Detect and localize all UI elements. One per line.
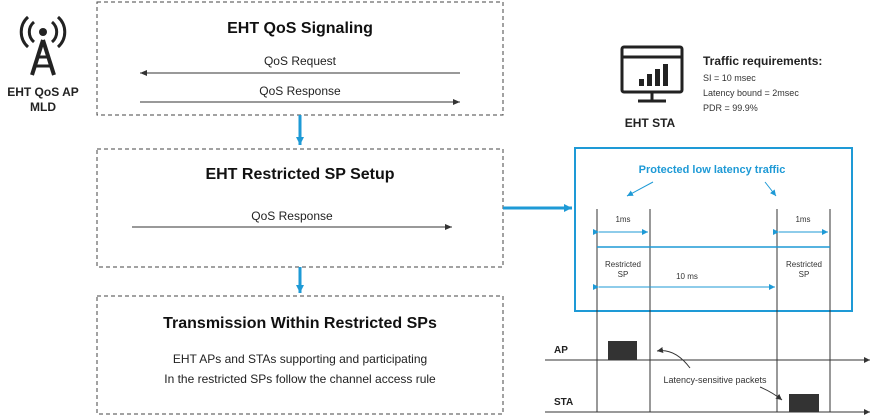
right-duration-label: 1ms [795,215,810,224]
transmission-box [96,295,504,415]
left-duration-label: 1ms [615,215,630,224]
requirements-title: Traffic requirements: [703,54,822,68]
protected-traffic-box [574,147,853,312]
ap-packet [608,341,637,360]
left-sp-label-2: SP [618,270,629,279]
requirement-si: SI = 10 msec [703,73,756,83]
sta-label: EHT STA [625,116,676,130]
qos-response-label-2: QoS Response [251,209,333,223]
right-sp-label-1: Restricted [786,260,822,269]
annotation-arrow-ap [656,347,691,369]
antenna-tower-icon [19,15,67,76]
sta-packet [789,394,819,412]
requirement-latency: Latency bound = 2msec [703,88,799,98]
interval-label: 10 ms [676,272,698,281]
monitor-chart-icon [620,45,684,103]
qos-signaling-title: EHT QoS Signaling [227,20,373,37]
annotation-arrow-sta [759,386,783,401]
ap-timeline-label: AP [554,345,568,356]
ap-label-line1: EHT QoS AP [7,85,79,99]
qos-response-label-1: QoS Response [259,84,341,98]
ap-label-line2: MLD [30,100,56,114]
sta-timeline-label: STA [554,397,573,408]
restricted-sp-setup-title: EHT Restricted SP Setup [205,166,394,183]
transmission-text-line1: EHT APs and STAs supporting and particip… [173,352,427,366]
packets-annotation: Latency-sensitive packets [663,375,767,385]
protected-arrow-right [764,181,777,197]
requirement-pdr: PDR = 99.9% [703,103,758,113]
transmission-title: Transmission Within Restricted SPs [163,315,437,332]
transmission-text-line2: In the restricted SPs follow the channel… [164,372,436,386]
left-sp-label-1: Restricted [605,260,641,269]
protected-arrow-left [626,181,654,197]
qos-request-label: QoS Request [264,54,337,68]
right-sp-label-2: SP [799,270,810,279]
protected-traffic-title: Protected low latency traffic [639,164,786,176]
